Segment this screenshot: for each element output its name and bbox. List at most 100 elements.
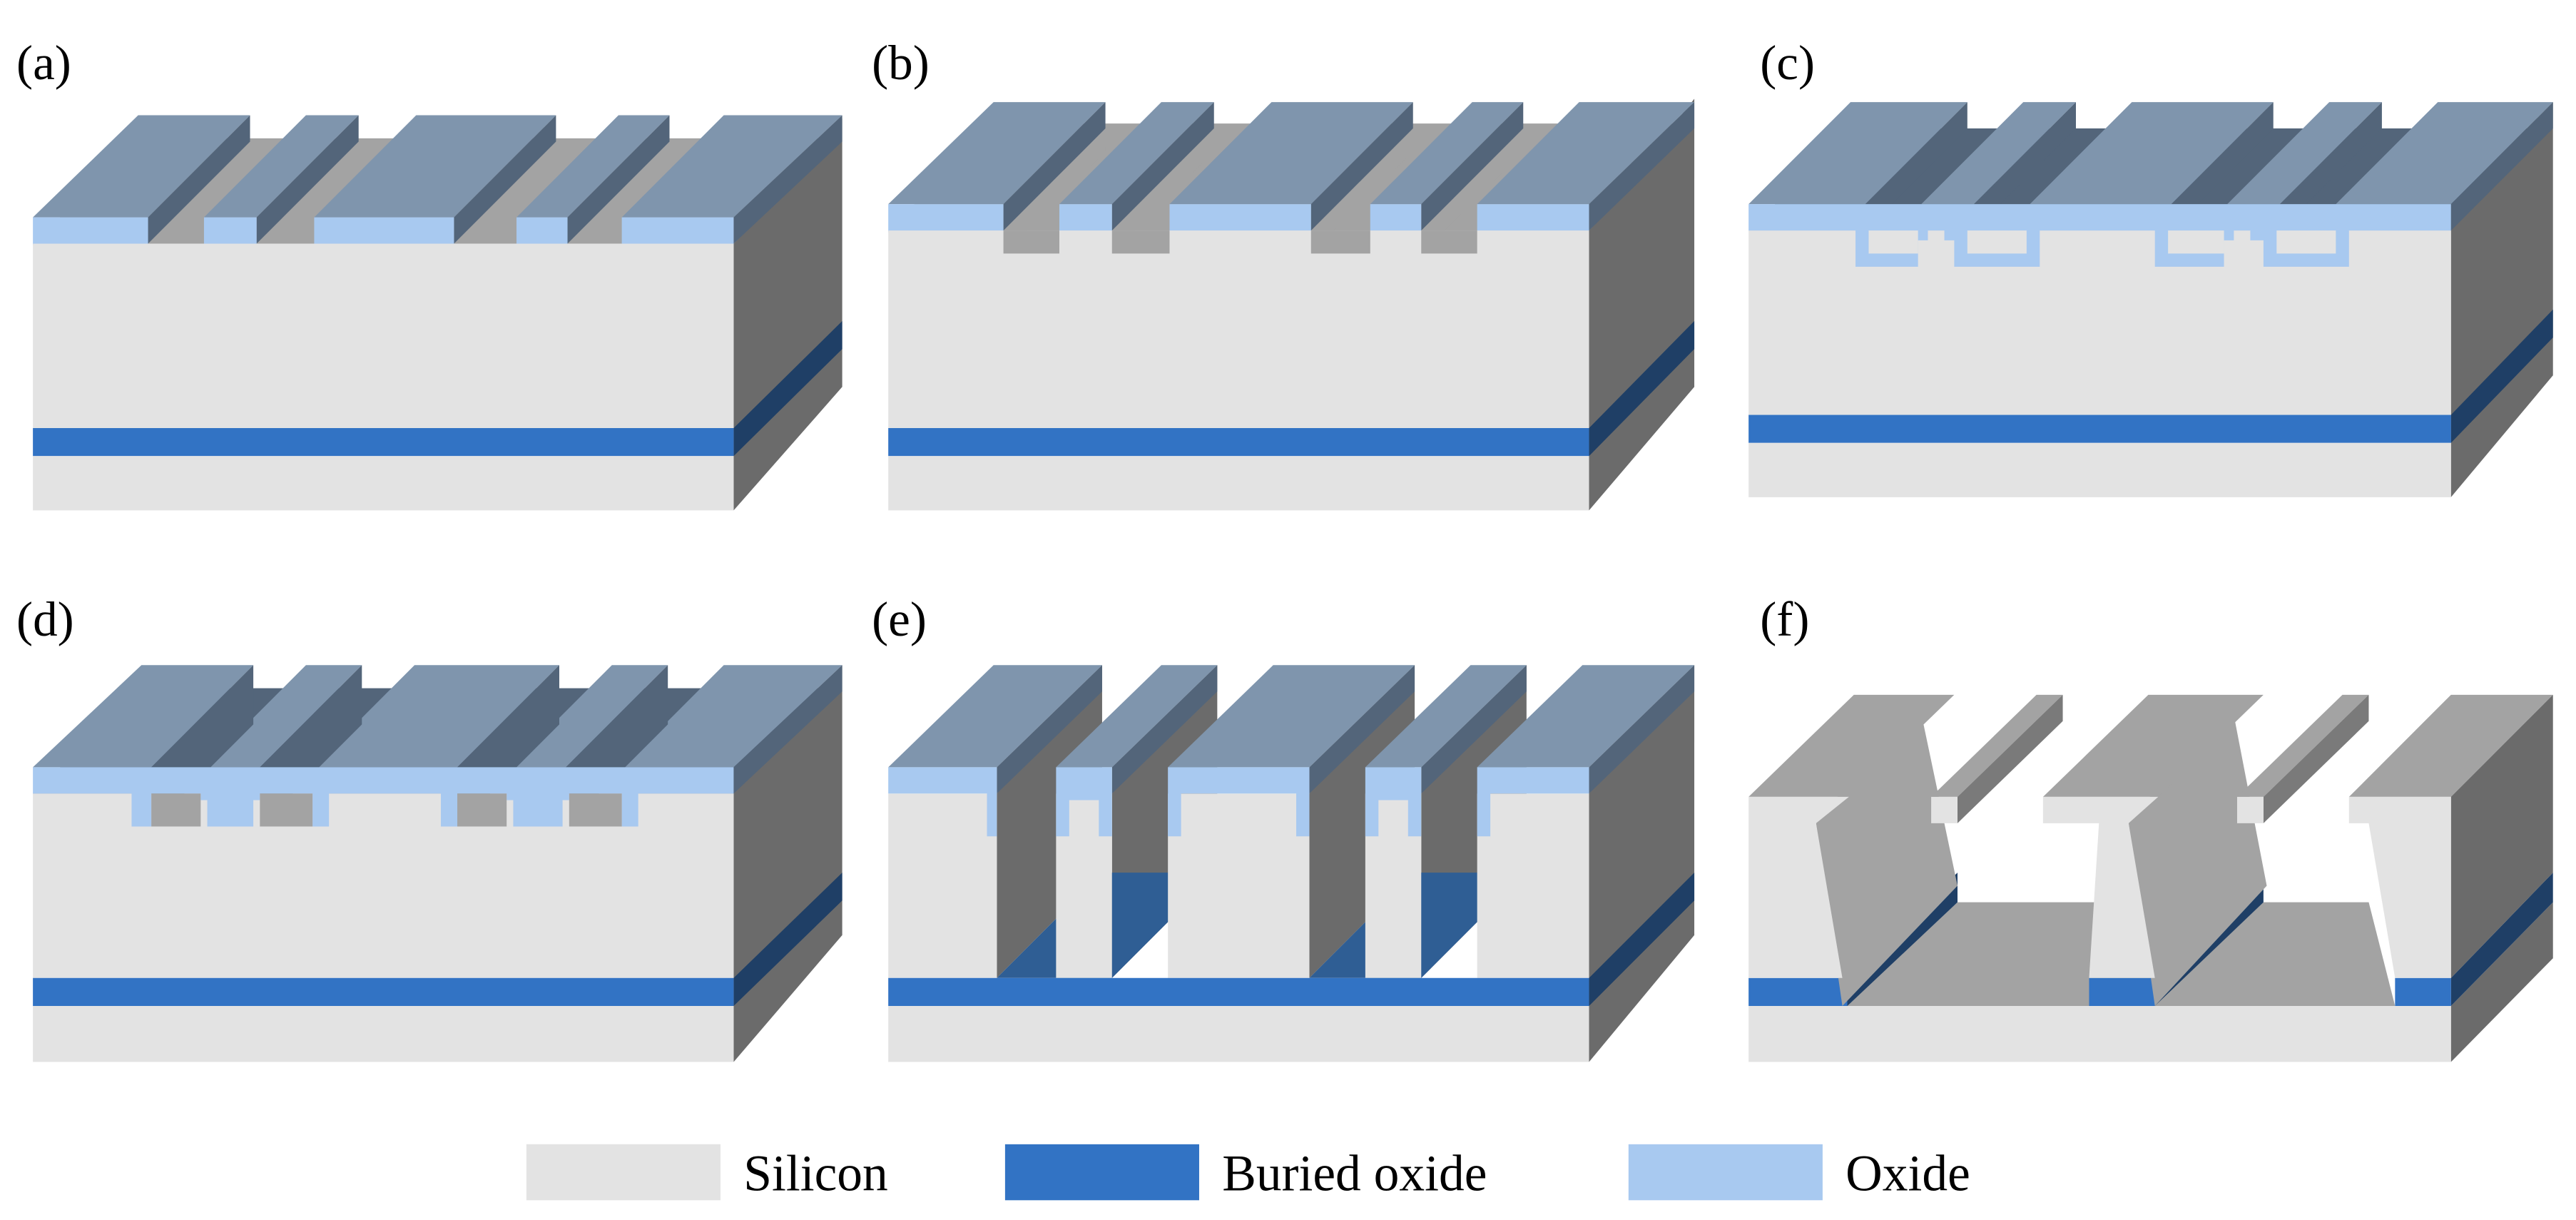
panel-b-silicon-substrate [888, 456, 1589, 511]
panel-e-mask-side [1309, 665, 1415, 794]
panel-a-mask-top [33, 115, 250, 218]
panel-d-mask-top [203, 665, 362, 768]
legend-swatch-oxide [1628, 1144, 1823, 1201]
panel-e-mask-top [1477, 665, 1695, 768]
panel-f-finger-top [1931, 694, 2063, 797]
panel-f-beam-front [2348, 796, 2451, 978]
panel-a-mask-side [148, 115, 250, 244]
panel-d-silicon-substrate [33, 1006, 734, 1062]
legend-label-silicon: Silicon [743, 1145, 888, 1201]
panel-f-finger-side [2263, 694, 2369, 823]
panel-f-beam-top [2348, 694, 2553, 797]
panel-f-beam-front [2042, 796, 2159, 978]
panel-d-trench [457, 793, 507, 827]
panel-f-beam-top [2042, 694, 2264, 797]
panel-c: (c) [1748, 35, 2553, 497]
legend-swatch-buried-oxide [1004, 1144, 1199, 1201]
panel-e-mask-top [888, 665, 1102, 768]
panel-e-label: (e) [872, 591, 927, 646]
panel-c-mask-side [2450, 102, 2553, 231]
panel-c-mask-side [1865, 102, 1967, 231]
panel-b-mask-side [1111, 102, 1214, 231]
panel-b-mask-side [1589, 102, 1695, 231]
panel-f-buried-oxide [1748, 977, 1848, 1006]
legend-item-buried-oxide: Buried oxide [1004, 1144, 1487, 1201]
panel-d-mask-top [312, 665, 559, 768]
panel-c-side-buried-oxide [2450, 309, 2553, 443]
panel-b: (b) [872, 35, 1695, 511]
panel-f-buried-oxide [2089, 977, 2155, 1006]
panel-b-oxide [1169, 204, 1311, 233]
panel-c-mask-top [2336, 102, 2553, 205]
panel-a-mask-top [314, 115, 556, 218]
panel-d-mask-top [509, 665, 668, 768]
panel-b-notch [1310, 230, 1370, 254]
panel-b-mask-side [1003, 102, 1106, 231]
panel-d-trench [151, 793, 201, 827]
panel-f-finger-top [2236, 694, 2369, 797]
panel-e-silicon-substrate [888, 1006, 1589, 1062]
panel-b-trench-wall [1421, 128, 1524, 254]
panel-b-mask-top [1370, 102, 1524, 205]
panel-c-silicon-substrate [1748, 442, 2451, 497]
panel-a-mask-side [567, 115, 670, 244]
panel-e: (e) [872, 591, 1695, 1062]
panel-c-buried-oxide [1748, 415, 2451, 443]
panel-a-mask-top [621, 115, 842, 218]
panel-e-deep-trench [997, 665, 1102, 978]
panel-a-oxide [516, 217, 568, 245]
panel-c-mask-top [1921, 102, 2077, 205]
legend-swatch-silicon [526, 1144, 721, 1201]
panel-e-mask-side [1111, 665, 1218, 794]
panel-b-mask-side [1421, 102, 1524, 231]
panel-d-trench [569, 793, 622, 827]
panel-f-beam-side [2128, 698, 2267, 1006]
panel-a-oxide [621, 217, 734, 245]
panel-f-beam-front [1748, 796, 1849, 978]
panel-d-mask-top [33, 665, 254, 768]
panel-b-trench-wall [1111, 128, 1214, 254]
panel-a-silicon-device [33, 243, 734, 428]
panel-f-side-buried-oxide [2450, 873, 2553, 1006]
panel-d-mask-side [733, 665, 842, 794]
panel-d-trench [260, 793, 313, 827]
panel-a-oxide [314, 217, 454, 245]
panel-f-finger-front [2236, 796, 2264, 823]
panel-e-buried-oxide [888, 977, 1589, 1006]
panel-b-side-buried-oxide [1589, 321, 1695, 457]
panel-c-notch [2168, 230, 2224, 254]
legend-label-oxide: Oxide [1846, 1145, 1970, 1201]
panel-c-mask-side [1974, 102, 2077, 231]
panel-e-silicon-pillar [1168, 793, 1310, 978]
panel-b-buried-oxide [888, 428, 1589, 457]
panel-c-notch [1967, 230, 2027, 254]
panel-b-mask-top [1477, 102, 1695, 205]
panel-b-mask-side [1310, 102, 1413, 231]
panel-e-silicon-pillar [1477, 793, 1589, 978]
panel-f-finger-side [1957, 694, 2063, 823]
panel-e-deep-trench [1309, 665, 1415, 978]
panel-b-notch [1111, 230, 1170, 254]
panel-b-mask-top [1169, 102, 1413, 205]
panel-a-label: (a) [16, 35, 71, 90]
panel-c-label: (c) [1760, 35, 1815, 90]
panel-a-mask-side [454, 115, 556, 244]
panel-c-notch [2276, 230, 2336, 254]
panel-f-silicon-substrate [1748, 1006, 2451, 1062]
panel-d-label: (d) [16, 591, 74, 646]
panel-b-notch [1421, 230, 1477, 254]
panel-b-oxide [1059, 204, 1112, 233]
panel-b-oxide [888, 204, 1004, 233]
panel-b-trench-wall [1310, 128, 1413, 254]
panel-d-mask-top [621, 665, 842, 768]
panel-d-side-buried-oxide [733, 873, 842, 1006]
panel-b-mask-top [1059, 102, 1214, 205]
panel-a-mask-top [203, 115, 359, 218]
panel-c-mask-side [2171, 102, 2274, 231]
panel-f-beam-top [1748, 694, 1955, 797]
panel-e-silicon-pillar [888, 793, 997, 978]
panel-b-label: (b) [872, 35, 930, 90]
panel-a-buried-oxide [33, 428, 734, 457]
legend: Silicon Buried oxide Oxide [526, 1144, 1970, 1201]
